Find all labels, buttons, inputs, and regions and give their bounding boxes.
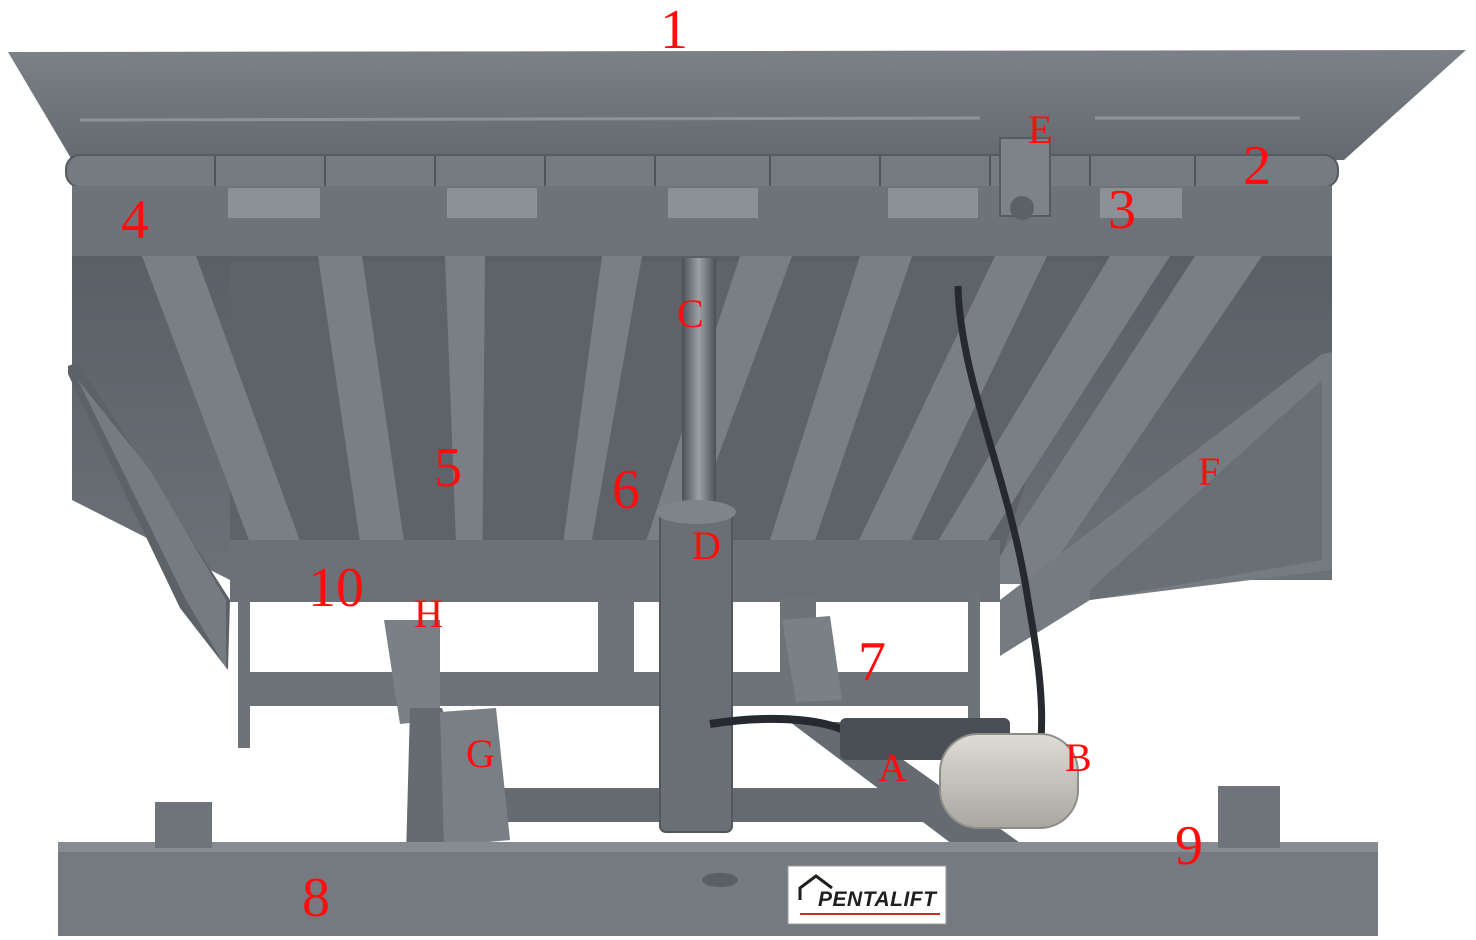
- callout-g: G: [466, 731, 495, 776]
- hydraulic-hose: [709, 714, 854, 738]
- right-toe-guard: [1000, 352, 1332, 656]
- lower-frame: [238, 592, 980, 748]
- callout-d: D: [692, 523, 721, 568]
- callout-3: 3: [1108, 179, 1136, 241]
- callout-b: B: [1065, 735, 1092, 780]
- header-brackets: [228, 188, 1182, 218]
- bottom-channel: [58, 842, 1378, 936]
- callout-8: 8: [302, 867, 330, 929]
- callout-5: 5: [434, 437, 462, 499]
- callout-h: H: [414, 591, 443, 636]
- hinge-pin: [1010, 196, 1034, 220]
- callout-1: 1: [660, 0, 688, 61]
- deck-plate: [8, 50, 1466, 160]
- callout-6: 6: [612, 459, 640, 521]
- stiffener-beams: [142, 256, 1262, 596]
- callout-2: 2: [1243, 135, 1271, 197]
- bracket-g: [440, 708, 510, 846]
- deck-seam: [79, 116, 981, 122]
- right-toe-guard-plate: [1090, 380, 1322, 600]
- bottom-channel-lip: [58, 842, 1378, 852]
- cylinder-collar: [656, 500, 736, 524]
- channel-hole: [702, 873, 738, 887]
- callout-9: 9: [1175, 815, 1203, 877]
- callout-4: 4: [121, 189, 149, 251]
- logo-house-icon: [798, 874, 833, 900]
- callout-a: A: [878, 745, 907, 790]
- callout-e: E: [1028, 107, 1053, 152]
- hinge-tube: [65, 154, 1339, 188]
- rear-cross-beam: [230, 540, 1000, 602]
- motor: [939, 733, 1079, 829]
- hinge-knuckle-lines: [214, 156, 1196, 186]
- callout-7: 7: [858, 631, 886, 693]
- left-toe-guard-plate: [78, 380, 226, 668]
- channel-uprights: [155, 786, 1280, 848]
- callout-10: 10: [308, 557, 364, 619]
- cylinder-rod: [682, 258, 716, 510]
- bracket-7: [782, 616, 842, 702]
- bracket-h: [384, 620, 440, 724]
- logo-text: PENTALIFT: [818, 888, 937, 911]
- callout-c: C: [677, 291, 704, 336]
- callout-f: F: [1198, 449, 1221, 494]
